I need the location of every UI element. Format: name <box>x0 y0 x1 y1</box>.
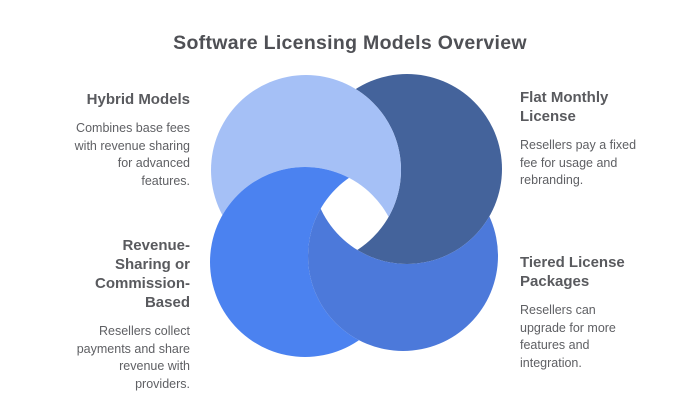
section-heading-flat-monthly-license: Flat Monthly License <box>520 89 609 125</box>
section-hybrid-models: Hybrid Models Combines base fees with re… <box>30 90 190 190</box>
section-heading-hybrid-models: Hybrid Models <box>86 91 190 108</box>
section-revenue-sharing: Revenue- Sharing or Commission- Based Re… <box>30 236 190 393</box>
section-heading-revenue-sharing: Revenue- Sharing or Commission- Based <box>94 237 190 311</box>
section-tiered-license-packages: Tiered License Packages Resellers can up… <box>520 253 680 372</box>
section-description-revenue-sharing: Resellers collect payments and share rev… <box>76 324 190 391</box>
section-heading-tiered-license-packages: Tiered License Packages <box>520 254 625 290</box>
section-description-flat-monthly-license: Resellers pay a fixed fee for usage and … <box>520 138 637 187</box>
section-description-tiered-license-packages: Resellers can upgrade for more features … <box>520 303 616 370</box>
section-flat-monthly-license: Flat Monthly License Resellers pay a fix… <box>520 88 680 190</box>
section-description-hybrid-models: Combines base fees with revenue sharing … <box>74 121 190 188</box>
